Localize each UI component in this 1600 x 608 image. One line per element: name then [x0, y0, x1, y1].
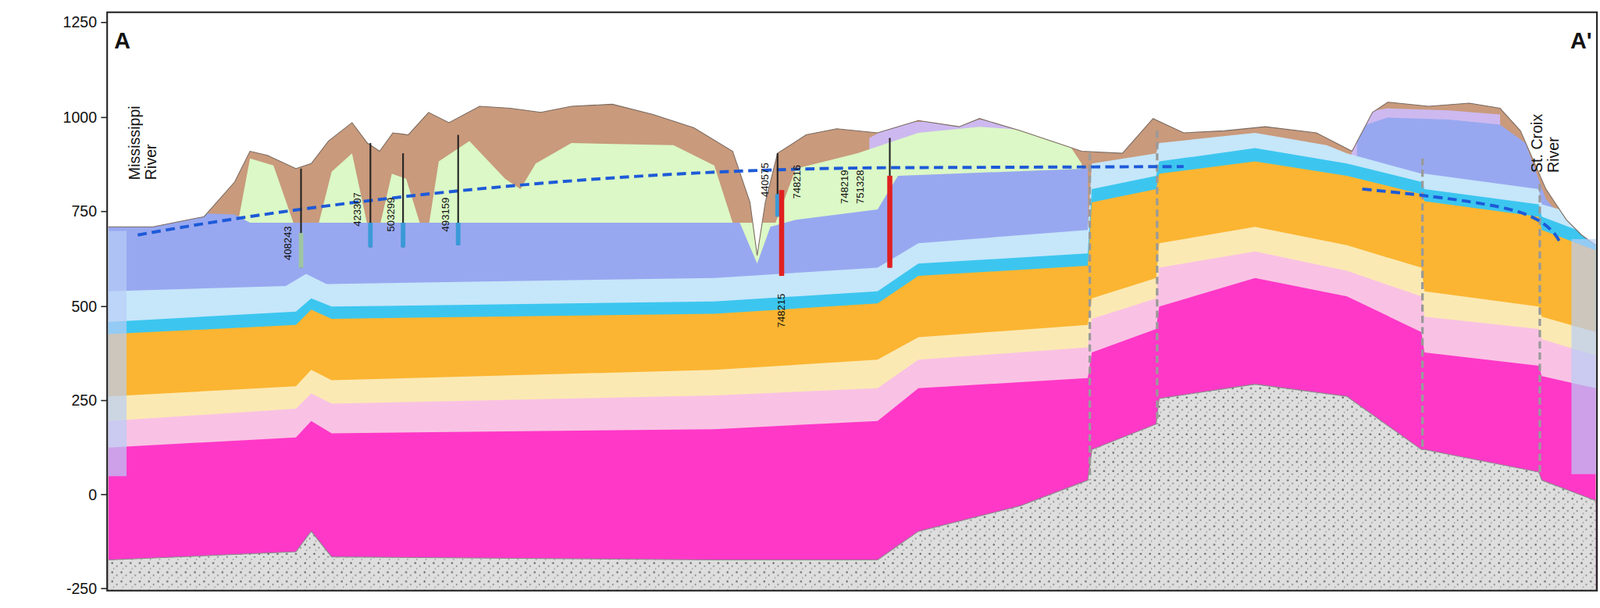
well-id: 440575 — [759, 162, 771, 197]
well-id: 423307 — [352, 192, 364, 227]
river-label: Mississippi River — [126, 81, 159, 181]
axis-tick-label: 750 — [71, 203, 97, 220]
layer-periwinkle — [108, 117, 1597, 603]
axis-tick-label: -250 — [66, 580, 97, 597]
layer-lavender — [108, 108, 1597, 603]
river-label: St. Croix River — [1528, 96, 1561, 173]
axis-tick-label: 500 — [71, 298, 97, 315]
basement-rock — [108, 384, 1597, 591]
well-id: 748216 — [792, 164, 804, 200]
land-surface — [108, 102, 1597, 256]
axis-tick-label: 1250 — [63, 14, 98, 31]
layer-cyan — [108, 148, 1597, 591]
well-id: 503299 — [386, 197, 398, 232]
section-end-label: A' — [1570, 28, 1593, 53]
plot-frame — [106, 12, 1597, 591]
axis-ticks — [100, 22, 107, 588]
layer-green — [108, 126, 1597, 603]
surficial-deposit — [108, 92, 1597, 591]
axis-tick-label: 0 — [88, 486, 97, 503]
section-end-label: A — [114, 28, 131, 53]
axis-tick-label: 1000 — [63, 109, 98, 126]
axis-tick-label: 250 — [71, 391, 97, 409]
well-id: 748215 — [776, 293, 788, 328]
well-id: 408243 — [283, 225, 295, 261]
faults — [1090, 130, 1540, 480]
river-water — [1571, 238, 1596, 474]
well-id: 748219 — [839, 169, 851, 204]
layer-magenta — [108, 277, 1597, 591]
well-id: 751328 — [855, 169, 867, 204]
layer-orange — [108, 161, 1597, 591]
layer-light-blue — [108, 132, 1597, 591]
layer-pink — [108, 251, 1597, 591]
river-water — [108, 231, 128, 477]
layer-cream — [108, 226, 1597, 590]
wells — [300, 135, 890, 276]
well-id: 493159 — [440, 197, 452, 232]
water-table — [137, 166, 1561, 246]
